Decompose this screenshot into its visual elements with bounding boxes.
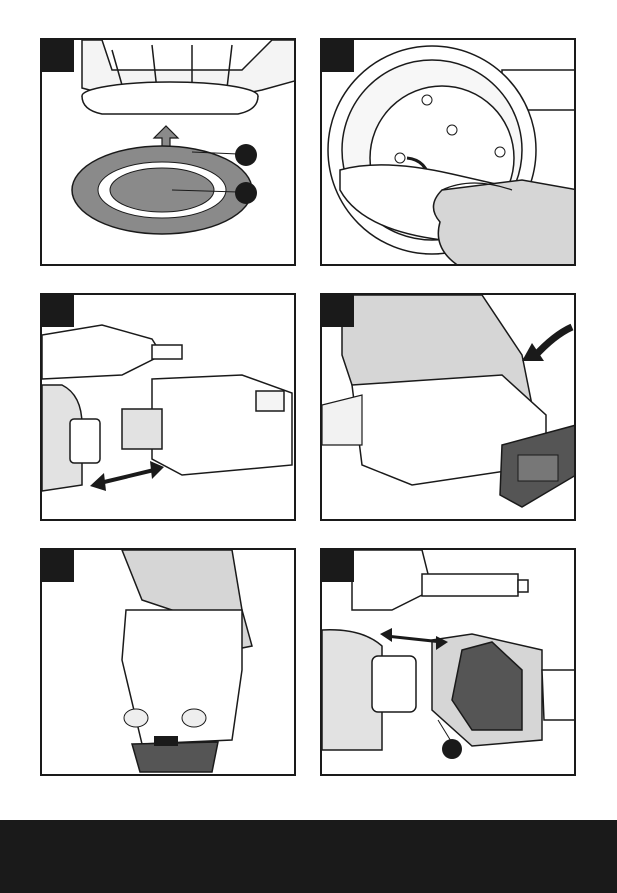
pad-rotation-illustration bbox=[322, 40, 576, 266]
step-panel-4 bbox=[320, 293, 576, 521]
callout-marker bbox=[235, 144, 257, 166]
dust-adaptor-illustration bbox=[322, 550, 576, 776]
step-panel-2 bbox=[320, 38, 576, 266]
step-panel-6 bbox=[320, 548, 576, 776]
step-number-badge bbox=[322, 40, 354, 72]
footer-bar bbox=[0, 820, 617, 893]
step-panel-1 bbox=[40, 38, 296, 266]
dust-box-open-illustration bbox=[322, 295, 576, 521]
step-number-badge bbox=[322, 550, 354, 582]
step-panel-3 bbox=[40, 293, 296, 521]
dust-box-empty-illustration bbox=[42, 550, 296, 776]
sanding-pad-illustration bbox=[42, 40, 296, 266]
step-number-badge bbox=[42, 40, 74, 72]
step-number-badge bbox=[42, 295, 74, 327]
step-panel-5 bbox=[40, 548, 296, 776]
step-number-badge bbox=[322, 295, 354, 327]
callout-marker bbox=[235, 182, 257, 204]
dust-box-attach-illustration bbox=[42, 295, 296, 521]
step-number-badge bbox=[42, 550, 74, 582]
callout-marker bbox=[442, 739, 462, 759]
